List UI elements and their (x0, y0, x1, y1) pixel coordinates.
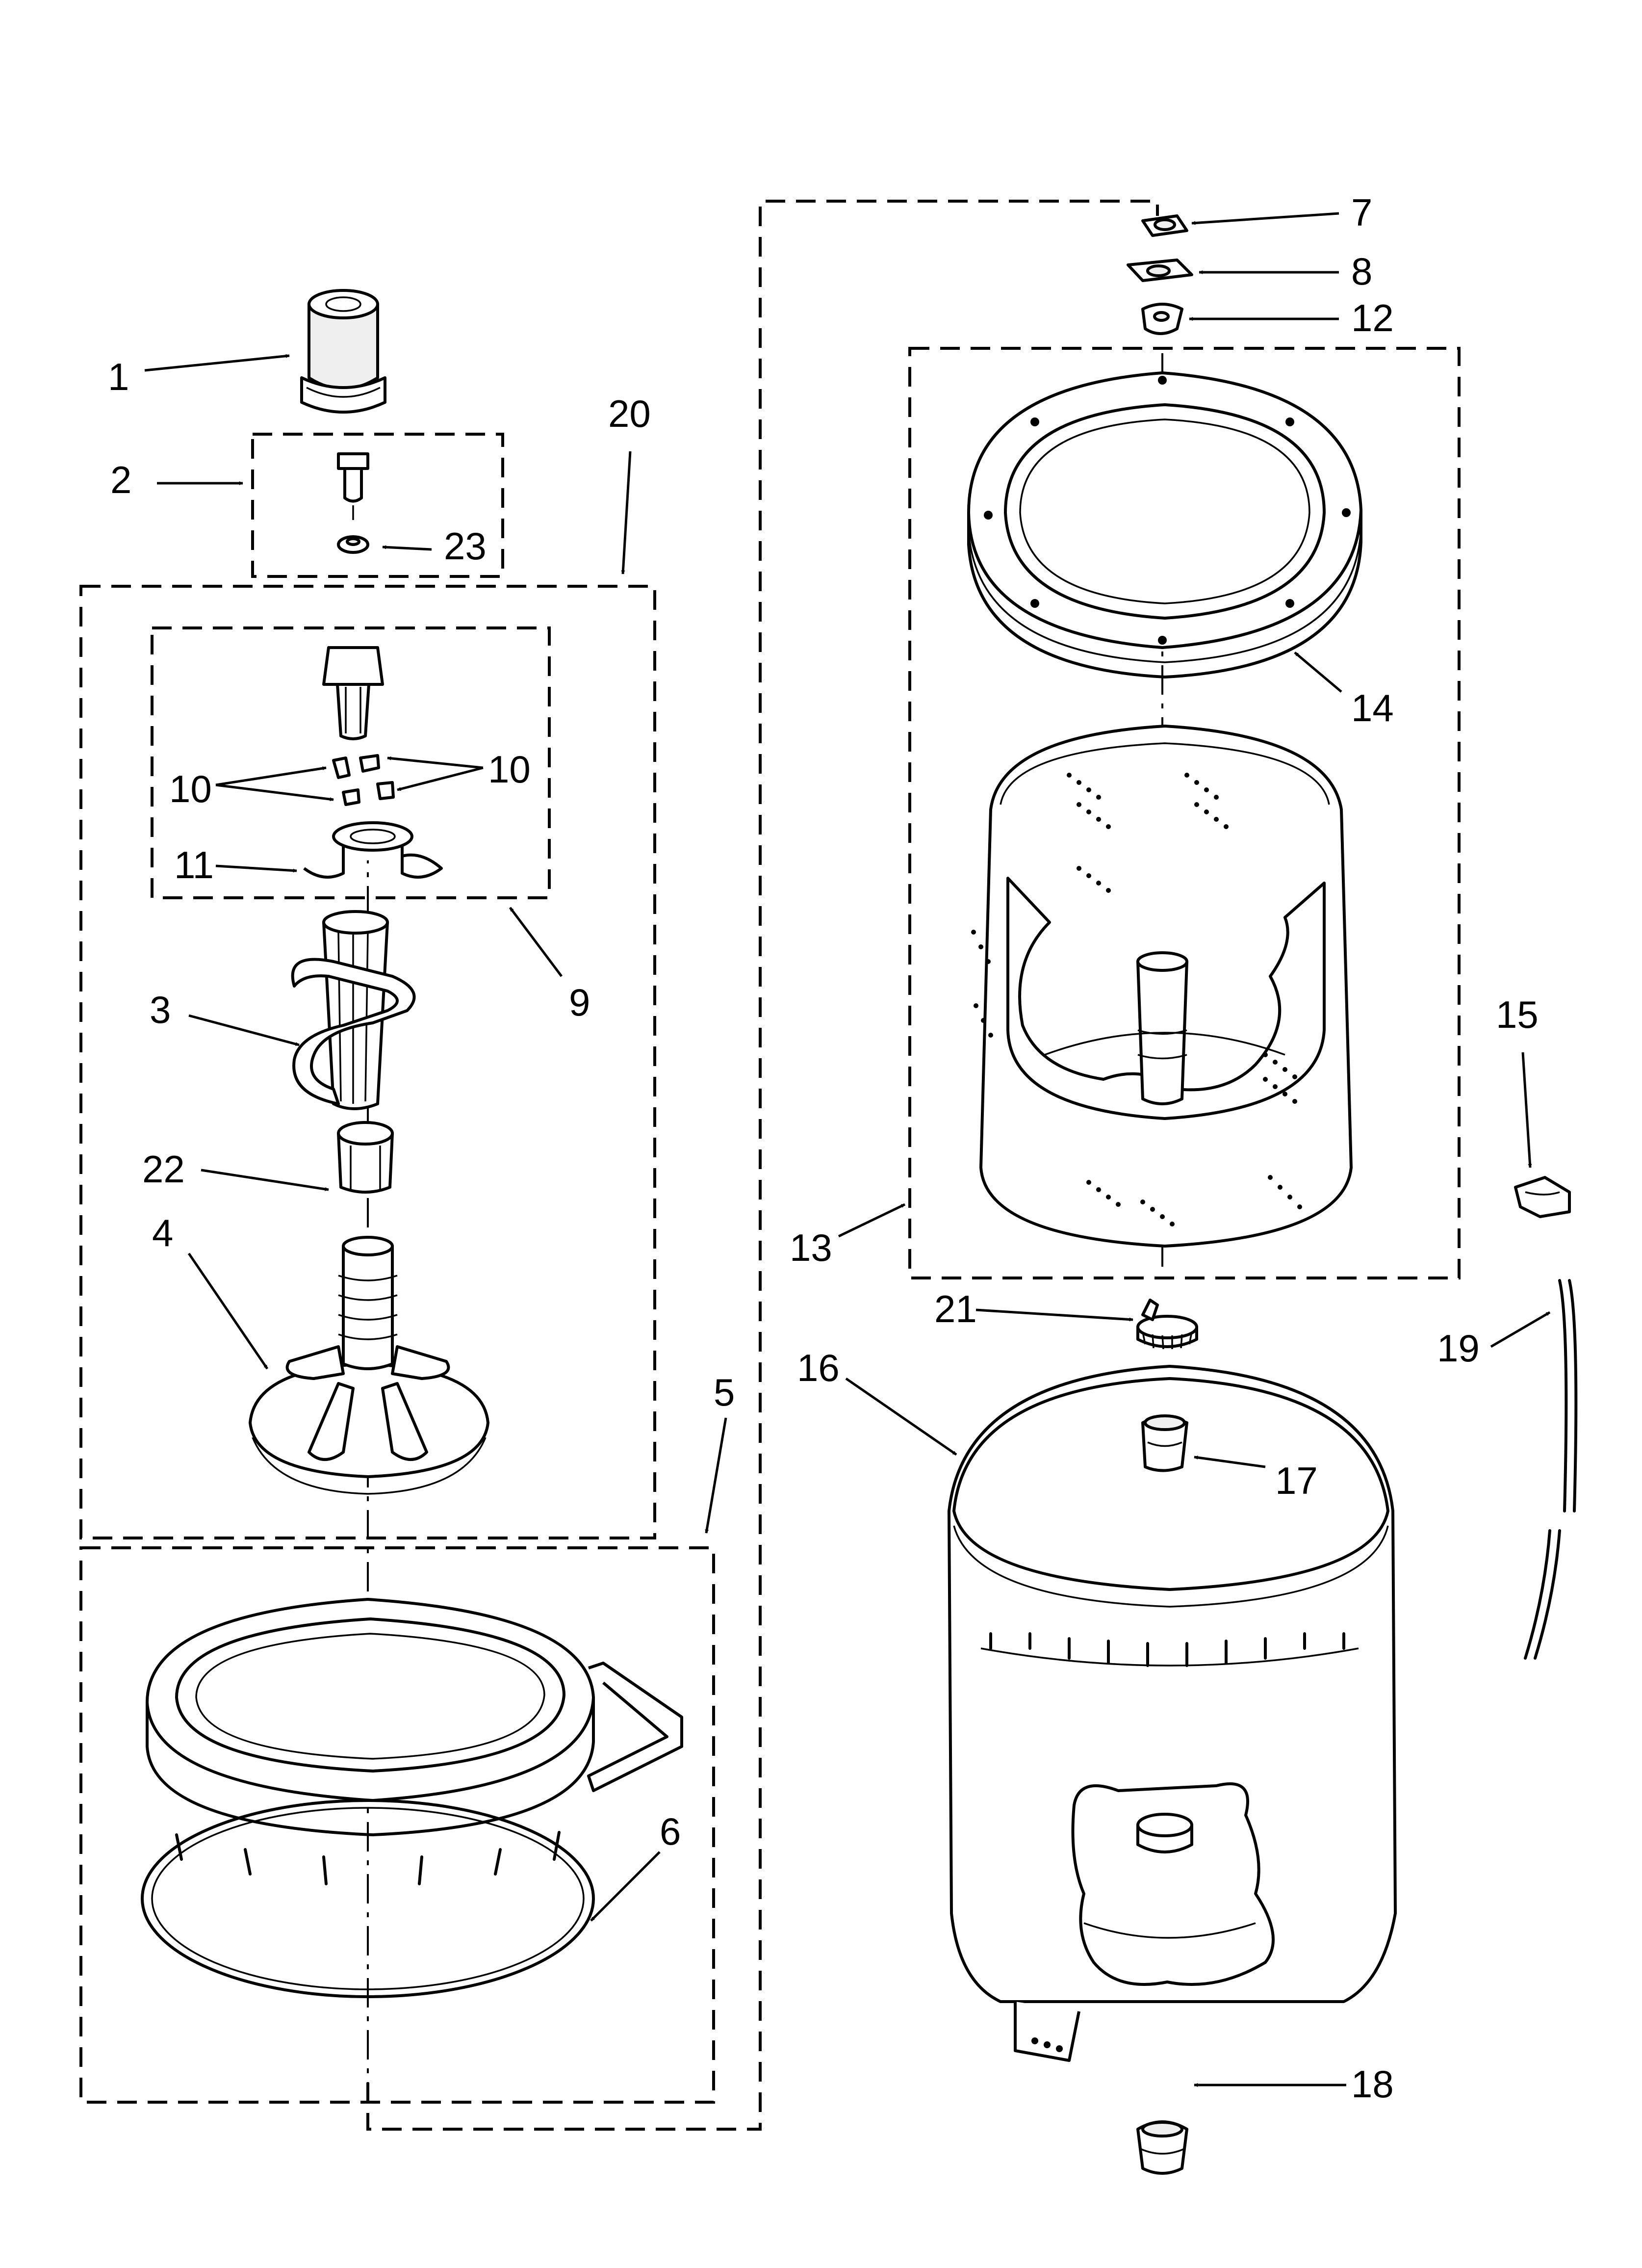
basket-perforations (971, 773, 1302, 1226)
part-4-agitator-base (249, 1236, 489, 1495)
part-10-dogs (332, 754, 395, 806)
part-3-auger (291, 910, 416, 1110)
callout-12: 12 (1351, 296, 1394, 339)
cam-kit-box-9 (151, 626, 551, 899)
callout-1: 1 (108, 355, 129, 398)
callout-8: 8 (1351, 250, 1372, 293)
callout-4: 4 (152, 1211, 173, 1254)
callout-13: 13 (790, 1226, 832, 1269)
callout-11: 11 (174, 843, 214, 886)
callout-10-left: 10 (169, 767, 212, 810)
part-19-hose (1524, 1279, 1578, 1660)
part-17-tub-seal (1141, 1414, 1188, 1472)
part-21-drive-clamp (1136, 1299, 1198, 1350)
part-6-seal (141, 1799, 595, 1998)
part-16-outer-tub (948, 1365, 1397, 2062)
part-23-washer (337, 535, 369, 554)
callout-20: 20 (608, 392, 651, 435)
callout-22: 22 (142, 1147, 185, 1191)
callout-21: 21 (934, 1287, 977, 1330)
part-12-hub-nut (1141, 303, 1183, 335)
callout-23: 23 (444, 524, 487, 568)
leader-lines (144, 212, 1551, 2087)
cam-kit-top-shaft (322, 646, 384, 740)
callout-17: 17 (1275, 1459, 1318, 1502)
callout-7: 7 (1351, 191, 1372, 234)
callout-19: 19 (1437, 1327, 1480, 1370)
part-2-bolt (337, 452, 369, 520)
callout-2: 2 (110, 458, 131, 501)
callout-9: 9 (569, 981, 590, 1024)
part-15-clamp (1514, 1176, 1571, 1218)
part-8-washer (1127, 259, 1193, 282)
callout-5: 5 (714, 1371, 735, 1414)
part-13-basket (971, 725, 1353, 1248)
callout-14: 14 (1351, 686, 1394, 730)
tub-ring-box-5 (79, 1546, 715, 2104)
part-11-cam (303, 821, 443, 879)
callout-15: 15 (1496, 993, 1539, 1036)
kit-box-2 (251, 433, 504, 578)
group-connector-line (366, 200, 1159, 2131)
part-14-balance-ring (967, 371, 1362, 678)
part-1-dispenser (300, 289, 386, 414)
callout-6: 6 (660, 1810, 681, 1853)
part-22-coupler (337, 1121, 394, 1194)
callout-labels: 1 2 3 4 5 6 7 8 9 10 10 11 12 13 14 15 1… (108, 191, 1539, 2106)
part-18-grommet (1136, 2120, 1188, 2175)
callout-16: 16 (797, 1346, 840, 1389)
basket-assembly-box-13 (908, 347, 1461, 1279)
part-7-cap (1141, 214, 1188, 237)
part-5-tub-ring (146, 1598, 683, 1885)
callout-10-right: 10 (488, 748, 531, 791)
callout-18: 18 (1351, 2062, 1394, 2106)
callout-3: 3 (150, 988, 171, 1031)
